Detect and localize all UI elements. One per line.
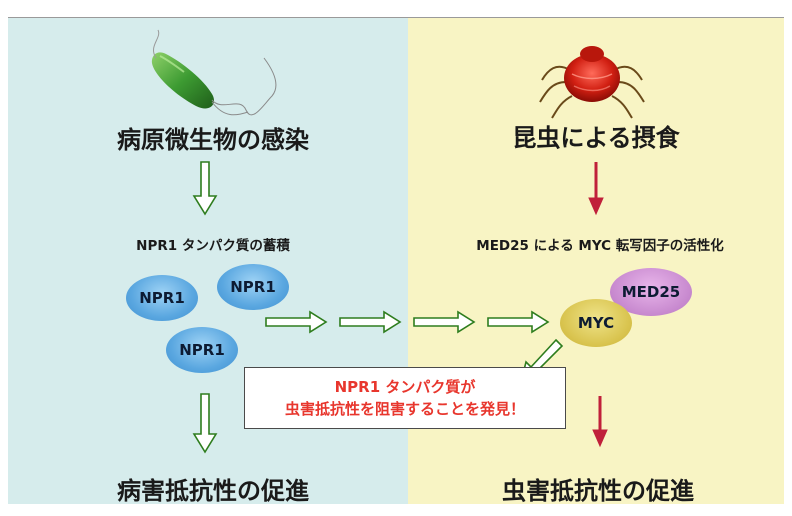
npr1-protein: NPR1 [217, 264, 289, 310]
callout-line-1: NPR1 タンパク質が [334, 378, 476, 396]
right-title: 昆虫による摂食 [512, 124, 680, 152]
left-result: 病害抵抗性の促進 [117, 477, 309, 505]
right-subtitle: MED25 による MYC 転写因子の活性化 [476, 238, 724, 254]
red-down-arrow-icon [588, 197, 604, 216]
finding-callout: NPR1 タンパク質が 虫害抵抗性を阻害することを発見！ [244, 367, 566, 429]
npr1-protein: NPR1 [166, 327, 238, 373]
left-title: 病原微生物の感染 [117, 126, 309, 154]
right-arrow-icon [487, 310, 550, 334]
bacterium-icon [151, 29, 277, 116]
right-result: 虫害抵抗性の促進 [502, 477, 694, 505]
mite-icon [539, 46, 645, 119]
right-arrow-icon [265, 310, 328, 334]
down-arrow-icon [192, 161, 218, 216]
top-border [8, 17, 784, 18]
myc-protein: MYC [560, 299, 632, 347]
npr1-protein: NPR1 [126, 275, 198, 321]
left-subtitle: NPR1 タンパク質の蓄積 [136, 238, 290, 254]
callout-line-2: 虫害抵抗性を阻害することを発見！ [284, 400, 525, 418]
right-arrow-icon [413, 310, 476, 334]
down-arrow-icon [192, 393, 218, 454]
red-down-arrow-icon [592, 429, 608, 448]
right-arrow-icon [339, 310, 402, 334]
